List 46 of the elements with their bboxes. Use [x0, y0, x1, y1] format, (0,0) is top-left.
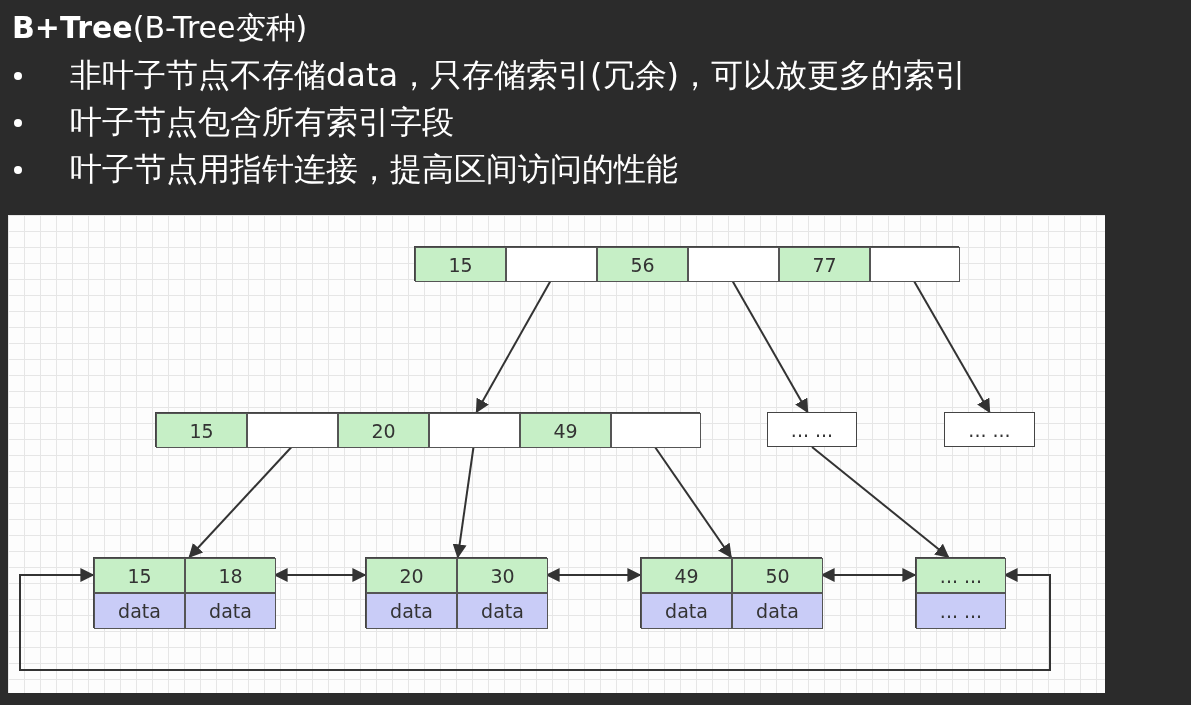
pointer-cell: [611, 413, 701, 448]
key-cell: 15: [94, 558, 185, 593]
data-cell: data: [641, 593, 732, 629]
tree-node: [365, 557, 547, 628]
key-cell: 20: [366, 558, 457, 593]
key-cell: 15: [415, 247, 506, 282]
key-cell: 56: [597, 247, 688, 282]
key-cell: 50: [732, 558, 823, 593]
data-cell: data: [366, 593, 457, 629]
arrow: [188, 446, 293, 559]
key-cell: 49: [641, 558, 732, 593]
key-cell: 20: [338, 413, 429, 448]
pointer-arrow: [19, 568, 1051, 671]
pointer-cell: [429, 413, 520, 448]
arrow: [475, 280, 552, 414]
arrow: [913, 280, 991, 414]
tree-node: [414, 246, 959, 281]
arrow: [452, 446, 475, 559]
key-cell: 18: [185, 558, 276, 593]
tree-node: [93, 557, 275, 628]
tree-node: ... ...: [767, 412, 857, 447]
bullet-point-text: 叶子节点包含所有索引字段: [70, 103, 454, 141]
bullet-point-text: 叶子节点用指针连接，提高区间访问的性能: [70, 150, 678, 188]
data-cell: data: [185, 593, 276, 629]
key-cell: 30: [457, 558, 548, 593]
data-cell: data: [94, 593, 185, 629]
pointer-cell: [247, 413, 338, 448]
tree-node: ... ...: [944, 412, 1035, 447]
tree-node: [915, 557, 1005, 628]
key-cell: ... ...: [916, 558, 1006, 593]
pointer-cell: [870, 247, 960, 282]
data-cell: data: [457, 593, 548, 629]
key-cell: 49: [520, 413, 611, 448]
tree-node: [155, 412, 700, 447]
key-cell: 15: [156, 413, 247, 448]
data-cell: ... ...: [916, 593, 1006, 629]
title: B+Tree(B-Tree变种): [12, 9, 308, 47]
arrow: [654, 446, 732, 559]
data-cell: data: [732, 593, 823, 629]
arrow: [811, 446, 950, 558]
key-cell: 77: [779, 247, 870, 282]
tree-node: [640, 557, 822, 628]
pointer-cell: [506, 247, 597, 282]
bullet-point-text: 非叶子节点不存储data，只存储索引(冗余)，可以放更多的索引: [70, 56, 968, 94]
pointer-cell: [688, 247, 779, 282]
arrow: [731, 280, 809, 414]
